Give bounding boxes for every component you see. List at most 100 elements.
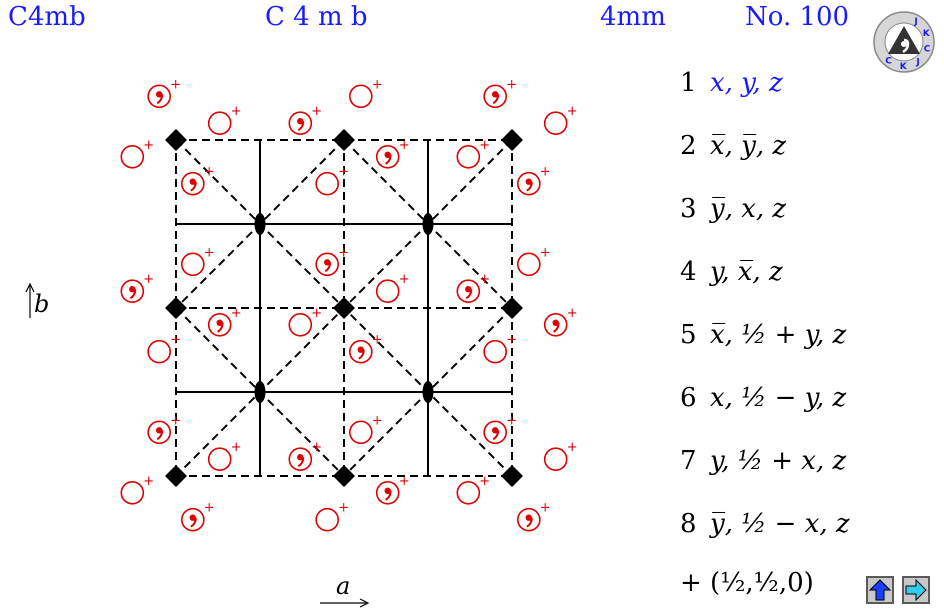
position-circle-with-comma: + bbox=[120, 272, 154, 304]
circle-mark bbox=[147, 339, 171, 364]
fourfold-axis-icon bbox=[333, 129, 355, 151]
symmetry-lines bbox=[175, 139, 513, 477]
plus-sign: + bbox=[231, 104, 242, 119]
logo-letter: K bbox=[923, 29, 931, 39]
plus-sign: + bbox=[399, 272, 410, 287]
circle-mark bbox=[375, 480, 400, 505]
circle-mark bbox=[375, 279, 400, 304]
position-circle: + bbox=[120, 138, 154, 169]
fourfold-axis-icon bbox=[165, 129, 187, 151]
plus-sign: + bbox=[506, 413, 517, 428]
circle-mark bbox=[456, 279, 481, 304]
hermann-mauguin-symbol: C4mb bbox=[8, 2, 86, 32]
position-circle-with-comma: + bbox=[181, 501, 215, 532]
position-circle-with-comma: + bbox=[516, 165, 551, 196]
position-circle-with-comma: + bbox=[456, 272, 490, 304]
circle-mark bbox=[516, 507, 541, 532]
logo-letter: C bbox=[924, 45, 931, 55]
comma-dot bbox=[189, 514, 196, 521]
circle-mark bbox=[207, 447, 232, 472]
fourfold-axis-icon bbox=[501, 129, 523, 151]
comma-dot bbox=[324, 259, 331, 266]
right-arrow-icon bbox=[905, 578, 927, 602]
comma-dot bbox=[297, 454, 304, 461]
comma-dot bbox=[525, 514, 532, 521]
circle-mark bbox=[483, 339, 508, 364]
fourfold-axis-icon bbox=[501, 465, 523, 487]
comma-dot bbox=[384, 151, 391, 158]
circle-mark bbox=[181, 252, 205, 277]
comma-dot bbox=[525, 178, 532, 185]
circle-mark bbox=[315, 171, 340, 196]
circle-mark bbox=[147, 84, 171, 109]
fourfold-axis-icon bbox=[333, 465, 355, 487]
circle-mark bbox=[147, 420, 171, 445]
full-symbol: C 4 m b bbox=[265, 2, 368, 32]
circle-mark bbox=[120, 480, 145, 505]
plus-sign: + bbox=[338, 501, 349, 516]
position-circle-with-comma: + bbox=[516, 501, 551, 532]
comma-tail bbox=[190, 517, 197, 528]
circle-mark bbox=[483, 420, 508, 445]
position-circle: + bbox=[207, 440, 242, 472]
position-circle: + bbox=[288, 306, 322, 337]
comma-dot bbox=[492, 427, 499, 434]
plus-sign: + bbox=[479, 474, 490, 489]
twofold-axis-icon bbox=[422, 381, 434, 403]
logo-letter: K bbox=[900, 62, 908, 72]
circle-mark bbox=[483, 84, 508, 109]
circle-mark bbox=[288, 111, 313, 135]
position-circle: + bbox=[516, 245, 551, 277]
plus-sign: + bbox=[170, 77, 181, 92]
plus-sign: + bbox=[399, 474, 410, 489]
symmetry-elements bbox=[165, 129, 523, 487]
comma-dot bbox=[216, 319, 223, 326]
point-group-symbol: 4mm bbox=[600, 2, 666, 32]
circle-mark bbox=[181, 507, 205, 532]
circle-mark bbox=[288, 447, 313, 472]
comma-dot bbox=[156, 427, 163, 434]
comma-dot bbox=[552, 319, 559, 326]
fourfold-axis-icon bbox=[165, 297, 187, 319]
position-circle-with-comma: + bbox=[348, 333, 383, 364]
position-circle-with-comma: + bbox=[207, 306, 242, 337]
position-circle-with-comma: + bbox=[375, 138, 410, 169]
comma-tail bbox=[385, 490, 392, 501]
general-positions: ++++++++++++++++++++++++++++++++++++ bbox=[120, 77, 578, 532]
axis-arrows bbox=[25, 282, 370, 608]
plus-sign: + bbox=[506, 333, 517, 348]
comma-tail bbox=[217, 322, 224, 333]
plus-sign: + bbox=[399, 138, 410, 153]
comma-dot bbox=[492, 91, 499, 98]
plus-sign: + bbox=[170, 333, 181, 348]
position-circle: + bbox=[348, 77, 383, 109]
position-circle-with-comma: + bbox=[543, 306, 578, 337]
position-circle-with-comma: + bbox=[288, 440, 322, 472]
position-circle: + bbox=[543, 104, 578, 135]
plus-sign: + bbox=[311, 440, 322, 455]
position-circle: + bbox=[120, 474, 154, 505]
plus-sign: + bbox=[204, 501, 215, 516]
position-circle: + bbox=[375, 272, 410, 304]
circle-mark bbox=[288, 312, 313, 337]
position-circle: + bbox=[315, 165, 349, 196]
plus-sign: + bbox=[231, 306, 242, 321]
up-button[interactable] bbox=[866, 576, 894, 604]
next-button[interactable] bbox=[902, 576, 930, 604]
circle-mark bbox=[375, 145, 400, 169]
axis-b-label: b bbox=[34, 290, 50, 318]
fourfold-axis-icon bbox=[333, 297, 355, 319]
circle-mark bbox=[181, 171, 205, 196]
plus-sign: + bbox=[567, 104, 578, 119]
comma-dot bbox=[129, 286, 136, 293]
plus-sign: + bbox=[311, 104, 322, 119]
position-circle-with-comma: + bbox=[181, 165, 215, 196]
circle-mark bbox=[456, 145, 481, 169]
logo-letter: C bbox=[885, 56, 892, 66]
plus-sign: + bbox=[338, 165, 349, 180]
